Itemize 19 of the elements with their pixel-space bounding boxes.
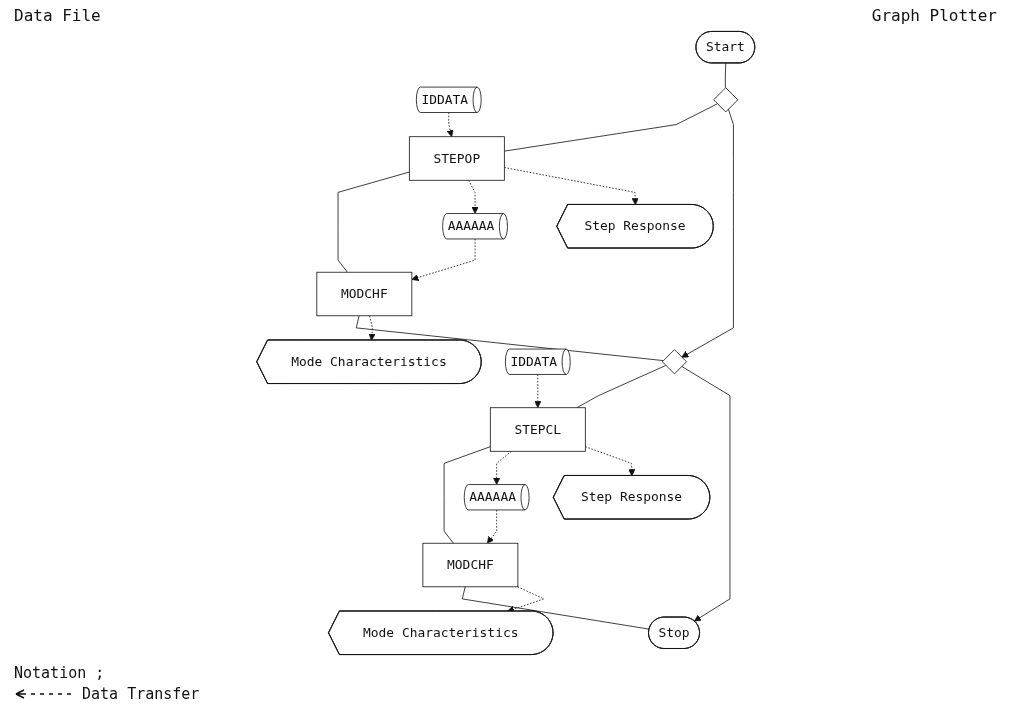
legend-text: Data Transfer bbox=[82, 685, 200, 703]
node-text: AAAAAA bbox=[447, 218, 495, 234]
annotation-text: Notation ; bbox=[14, 664, 105, 682]
connector bbox=[724, 62, 726, 89]
connector bbox=[576, 365, 666, 409]
connector bbox=[503, 103, 718, 152]
connector bbox=[337, 171, 410, 273]
node-box: STEPOP bbox=[408, 136, 505, 181]
node-text: IDDATA bbox=[510, 353, 557, 370]
node-text: IDDATA bbox=[421, 91, 468, 108]
node-text: AAAAAA bbox=[469, 489, 516, 505]
node-box: MODCHF bbox=[316, 271, 412, 317]
node-box: MODCHF bbox=[422, 542, 519, 588]
node-box: STEPCL bbox=[489, 407, 586, 452]
node-diamond bbox=[661, 349, 687, 375]
annotation-text: Data File bbox=[14, 6, 101, 25]
connector bbox=[443, 446, 491, 544]
node-diamond bbox=[713, 87, 738, 113]
annotation-text: Graph Plotter bbox=[871, 6, 997, 25]
